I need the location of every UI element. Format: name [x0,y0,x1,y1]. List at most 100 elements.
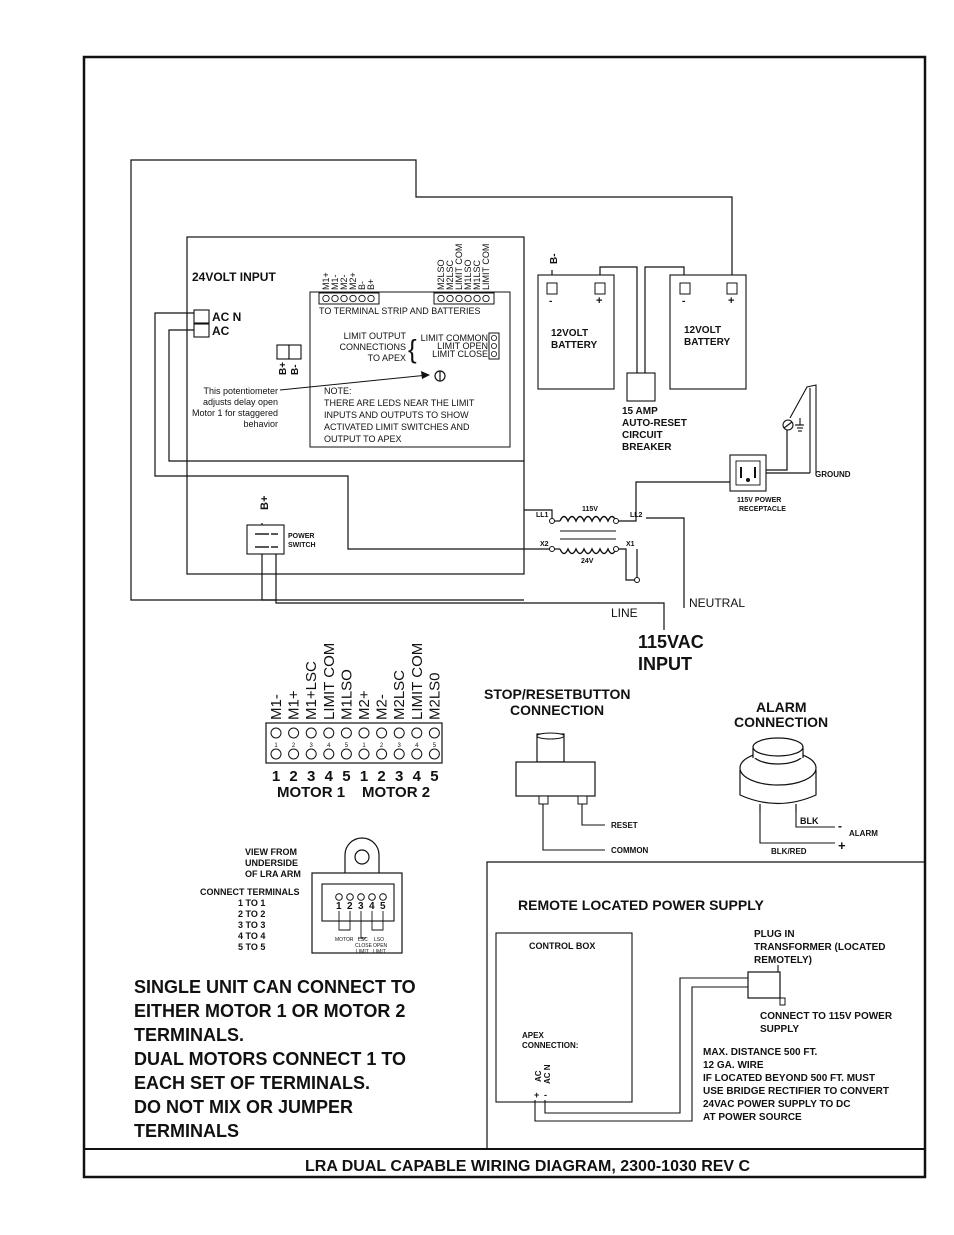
ll2-label: LL2 [630,512,643,519]
remote-power-supply: REMOTE LOCATED POWER SUPPLY CONTROL BOX … [486,861,925,1149]
svg-text:+: + [728,295,734,307]
svg-text:ALARM: ALARM [849,829,878,838]
svg-text:INPUTS AND OUTPUTS TO SHOW: INPUTS AND OUTPUTS TO SHOW [324,410,469,420]
terminal-screw [288,727,300,739]
terminal-screw [411,727,423,739]
svg-text:M2-: M2- [339,274,349,290]
ll1-label: LL1 [536,512,549,519]
svg-text:CONNECTION:: CONNECTION: [522,1041,578,1050]
footer-title: LRA DUAL CAPABLE WIRING DIAGRAM, 2300-10… [305,1158,751,1175]
limit-brace: { [408,334,417,364]
svg-text:CONNECTIONS: CONNECTIONS [339,342,406,352]
terminal-label: M2LSC [391,670,408,720]
svg-text:TO APEX: TO APEX [368,353,406,363]
svg-text:EITHER MOTOR 1 OR MOTOR 2: EITHER MOTOR 1 OR MOTOR 2 [134,1001,405,1021]
svg-text:CLOSE: CLOSE [355,943,373,949]
terminal-label: M2- [374,694,391,720]
terminal-small-number: 5 [433,743,437,749]
svg-text:OF LRA ARM: OF LRA ARM [245,869,301,879]
svg-text:REMOTELY): REMOTELY) [754,955,812,966]
terminal-small-number: 2 [380,743,384,749]
svg-text:SINGLE UNIT CAN CONNECT TO: SINGLE UNIT CAN CONNECT TO [134,977,416,997]
strip-left-labels: M1+ M1- M2- M2+ B- B+ [321,272,376,290]
svg-text:TERMINALS.: TERMINALS. [134,1025,244,1045]
power-switch-contacts [255,533,278,548]
svg-text:TERMINALS: TERMINALS [134,1121,239,1141]
terminal-screw [358,727,370,739]
svg-text:DUAL MOTORS CONNECT 1 TO: DUAL MOTORS CONNECT 1 TO [134,1049,406,1069]
terminal-screw [340,748,352,760]
terminal-screw [393,748,405,760]
svg-text:PLUG IN: PLUG IN [754,929,795,940]
pot-note: This potentiometer adjusts delay open Mo… [192,386,278,429]
strip-left-connector [318,292,380,305]
terminal-screw [428,748,440,760]
line-label: LINE [611,606,638,620]
input-115-label-2: INPUT [638,654,692,674]
terminal-small-number: 4 [415,743,419,749]
svg-text:+: + [596,295,602,307]
svg-text:behavior: behavior [243,419,278,429]
svg-text:LIMIT COM: LIMIT COM [481,244,491,290]
switch-bplus-label: B+ [259,496,271,510]
terminal-label: M1- [268,694,285,720]
svg-text:-: - [838,819,842,833]
terminal-screw [270,748,282,760]
terminal-number: 5 [342,768,350,785]
svg-text:ACTIVATED LIMIT SWITCHES AND: ACTIVATED LIMIT SWITCHES AND [324,422,470,432]
terminal-number: 3 [307,768,315,785]
terminal-screw [270,727,282,739]
terminal-number: 5 [430,768,438,785]
limit-terms: LIMIT COMMON LIMIT OPEN LIMIT CLOSE [421,333,488,359]
terminal-number: 4 [413,768,422,785]
x2-label: X2 [540,541,549,548]
terminal-screw [428,727,440,739]
batteries: B- - + 12VOLT BATTERY - + 12VOLT BATTERY… [537,253,747,453]
svg-text:CONTROL BOX: CONTROL BOX [529,941,595,951]
x1-label: X1 [626,541,635,548]
svg-text:COMMON: COMMON [611,846,649,855]
remote-control-box [495,932,633,1103]
svg-text:1: 1 [336,901,342,912]
svg-text:AC N: AC N [543,1064,552,1084]
terminal-screw [323,727,335,739]
svg-text:4: 4 [369,901,375,912]
svg-text:5: 5 [380,901,386,912]
ac-n-terminal [193,309,210,324]
terminal-number: 1 [360,768,368,785]
svg-text:adjusts delay open: adjusts delay open [203,397,278,407]
svg-text:2 TO 2: 2 TO 2 [238,909,265,919]
svg-text:M1LSC: M1LSC [472,259,482,290]
svg-text:BLK/RED: BLK/RED [771,847,807,856]
svg-text:LIMIT OUTPUT: LIMIT OUTPUT [344,331,407,341]
terminal-label: M1LSO [338,669,355,720]
bminus-label: B- [290,364,301,375]
svg-text:OUTPUT TO APEX: OUTPUT TO APEX [324,434,402,444]
svg-text:LSC: LSC [358,937,368,943]
motor1-label: MOTOR 1 [277,784,345,801]
terminal-screw [411,748,423,760]
terminal-small-number: 5 [345,743,349,749]
ac-n-label: AC N [212,310,241,324]
svg-text:+: + [534,1090,539,1100]
terminal-label: M1+LSC [303,661,320,720]
svg-text:M1-: M1- [330,274,340,290]
svg-text:LIMIT CLOSE: LIMIT CLOSE [432,349,488,359]
svg-text:APEX: APEX [522,1031,544,1040]
bplus-label: B+ [278,362,289,375]
terminal-screw [323,748,335,760]
strip-right-pins [437,294,490,303]
terminal-small-number: 1 [362,743,366,749]
power-receptacle: 115V POWER RECEPTACLE [729,454,786,513]
svg-text:CONNECT TO 115V POWER: CONNECT TO 115V POWER [760,1011,893,1022]
svg-text:CIRCUIT: CIRCUIT [622,430,663,441]
svg-text:AUTO-RESET: AUTO-RESET [622,418,687,429]
svg-text:BREAKER: BREAKER [622,442,672,453]
svg-text:+: + [838,838,846,853]
svg-text:5 TO 5: 5 TO 5 [238,942,265,952]
svg-text:STOP/RESETBUTTON: STOP/RESETBUTTON [484,686,631,702]
svg-text:USE BRIDGE RECTIFIER TO CONVER: USE BRIDGE RECTIFIER TO CONVERT [703,1086,889,1097]
